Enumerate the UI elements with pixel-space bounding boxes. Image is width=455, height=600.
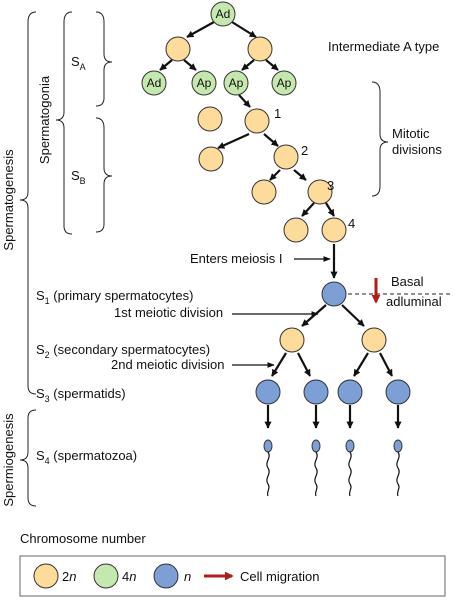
arrow-2-right <box>293 169 307 181</box>
cell-spermatid-1 <box>255 379 281 405</box>
cell-a-right <box>247 36 273 62</box>
second-meiotic-label: 2nd meiotic division <box>111 357 224 372</box>
cell-ap-3 <box>271 70 297 96</box>
arrow-s1-left <box>301 304 327 327</box>
arrow-ad-right <box>231 21 257 38</box>
cell-gen1-b <box>244 108 270 134</box>
tree-arrows <box>159 21 402 429</box>
arrow-s2b-left <box>353 352 369 377</box>
arrow-2-left <box>269 169 281 181</box>
spermatogenesis-bracket <box>19 11 37 395</box>
cell-primary-spermatocyte <box>321 281 347 307</box>
cell-spermatid-4 <box>385 379 411 405</box>
legend-tetraploid-swatch <box>93 563 119 589</box>
division-number-1: 1 <box>274 106 281 121</box>
legend-title: Chromosome number <box>20 531 146 546</box>
spermiogenesis-bracket <box>19 409 37 507</box>
arrow-a1-ad <box>159 59 173 71</box>
cell-gen4-a <box>283 217 309 243</box>
arrow-ad-left <box>186 21 215 38</box>
mitotic-label-line2: divisions <box>392 142 442 157</box>
arrow-1-right <box>263 133 279 147</box>
cell-ad-top-label: Ad <box>216 7 231 21</box>
s2-label: S2 (secondary spermatocytes) <box>36 342 210 360</box>
arrow-s2b-right <box>379 352 393 377</box>
mitotic-divisions-bracket <box>371 81 389 197</box>
s3-label: S3 (spermatids) <box>36 386 126 404</box>
cell-secondary-spermatocyte-b <box>361 327 387 353</box>
legend-migration-label: Cell migration <box>240 569 319 584</box>
cells: Ad Ad Ap Ap Ap 1 2 3 4 <box>141 1 411 405</box>
cell-spermatid-2 <box>303 379 329 405</box>
arrow-ap-1 <box>238 94 251 108</box>
cell-gen4-b <box>321 217 347 243</box>
intermediate-a-type-label: Intermediate A type <box>328 39 439 54</box>
cell-ap-2-label: Ap <box>229 76 244 90</box>
legend-haploid-label: n <box>184 569 191 584</box>
spermatogonia-bracket <box>55 11 73 235</box>
arrow-a2-ap <box>241 59 255 71</box>
basal-label: Basal <box>391 274 424 289</box>
legend-box <box>19 555 446 597</box>
cell-ap-1 <box>191 70 217 96</box>
first-meiotic-label: 1st meiotic division <box>114 305 223 320</box>
arrow-a1-ap <box>183 59 197 71</box>
cell-ap-1-label: Ap <box>197 76 212 90</box>
sa-label: SA <box>71 54 86 72</box>
arrow-1-left <box>217 132 250 150</box>
spermatozoon-3 <box>345 439 355 497</box>
sb-bracket <box>95 117 113 233</box>
cell-gen3-b <box>307 179 333 205</box>
arrow-3-right <box>325 202 335 217</box>
cell-spermatid-3 <box>337 379 363 405</box>
division-number-4: 4 <box>348 216 355 231</box>
spermatogenesis-label: Spermatogenesis <box>1 149 16 251</box>
sb-label: SB <box>71 168 86 186</box>
spermatozoon-4 <box>393 439 403 497</box>
s1-label: S1 (primary spermatocytes) <box>36 288 193 306</box>
spermatogonia-label: Spermatogonia <box>37 75 52 164</box>
mitotic-label-line1: Mitotic <box>392 126 430 141</box>
cell-ap-3-label: Ap <box>277 76 292 90</box>
cell-ad-top <box>210 1 236 27</box>
spermiogenesis-label: Spermiogenesis <box>1 413 16 507</box>
arrow-a2-ap2 <box>265 59 279 71</box>
cell-secondary-spermatocyte-a <box>279 327 305 353</box>
arrow-3-left <box>301 202 315 217</box>
legend-haploid-swatch <box>153 563 179 589</box>
division-number-3: 3 <box>327 178 334 193</box>
cell-gen1-a <box>197 106 223 132</box>
arrow-s2a-left <box>271 352 287 377</box>
spermatozoon-2 <box>311 439 321 497</box>
arrow-s2a-right <box>297 352 311 377</box>
sa-bracket <box>95 11 113 107</box>
s4-label: S4 (spermatozoa) <box>36 448 137 466</box>
cell-a-left <box>165 36 191 62</box>
cell-gen3-a <box>251 179 277 205</box>
cell-ad-2 <box>141 70 167 96</box>
arrow-s1-right <box>341 304 365 327</box>
division-number-2: 2 <box>301 143 308 158</box>
adluminal-label: adluminal <box>386 294 442 309</box>
enters-meiosis-label: Enters meiosis I <box>190 251 282 266</box>
spermatozoon-1 <box>263 439 273 497</box>
cell-ad-2-label: Ad <box>147 76 162 90</box>
legend-tetraploid-label: 4n <box>122 569 136 584</box>
legend-diploid-swatch <box>33 563 59 589</box>
cell-ap-2 <box>223 70 249 96</box>
legend-diploid-label: 2n <box>62 569 76 584</box>
cell-gen2-b <box>273 144 299 170</box>
spermatozoa <box>263 439 403 497</box>
cell-gen2-a <box>198 146 224 172</box>
